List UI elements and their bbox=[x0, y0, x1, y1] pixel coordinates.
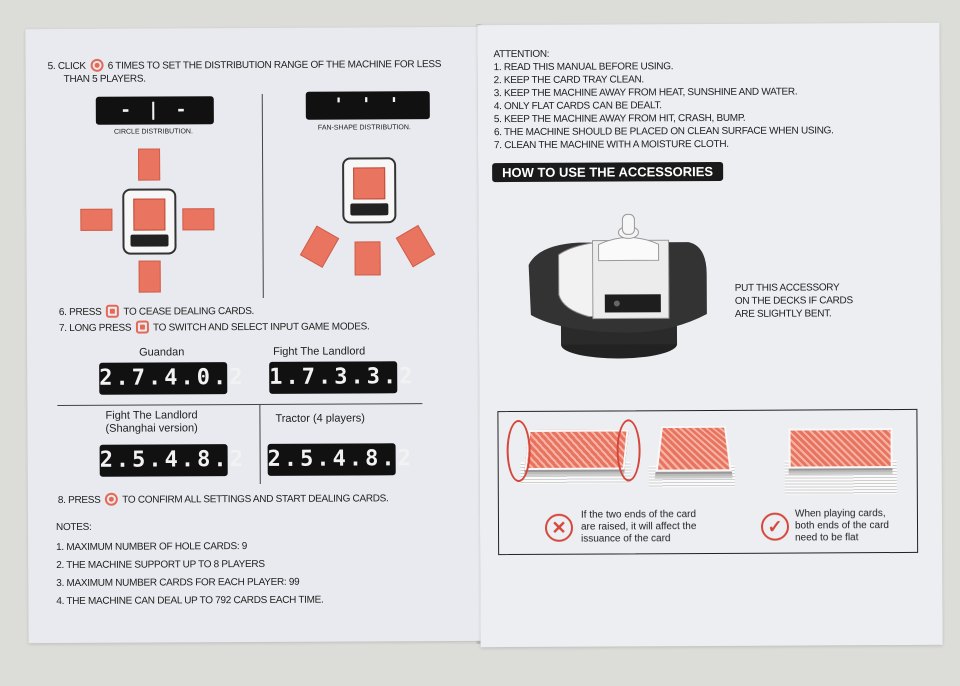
step6-text-a: 6. PRESS bbox=[58, 306, 102, 319]
fan-card-right bbox=[395, 224, 436, 268]
note-1: 1. MAXIMUM NUMBER OF HOLE CARDS: 9 bbox=[56, 541, 248, 554]
step8-text-a: 8. PRESS bbox=[57, 494, 101, 507]
fan-label: FAN-SHAPE DISTRIBUTION. bbox=[317, 124, 411, 132]
card-right bbox=[182, 208, 215, 231]
attention-1: 1. READ THIS MANUAL BEFORE USING. bbox=[493, 61, 674, 74]
mode-display-landlord: 1.7.3.3.2 bbox=[269, 361, 416, 394]
divider-mid-v bbox=[259, 403, 261, 484]
correct-icon: ✓ bbox=[760, 512, 790, 541]
left-page: 5. CLICK 6 TIMES TO SET THE DISTRIBUTION… bbox=[25, 26, 481, 644]
mode-name-shanghai: Fight The Landlord (Shanghai version) bbox=[105, 409, 198, 435]
good-note: When playing cards, both ends of the car… bbox=[795, 508, 889, 544]
bad-note: If the two ends of the card are raised, … bbox=[581, 509, 697, 546]
card-bottom bbox=[138, 260, 161, 293]
accessory-note-3: ARE SLIGHTLY BENT. bbox=[734, 308, 832, 320]
fan-card-left bbox=[299, 225, 340, 268]
accessory-note-2: ON THE DECKS IF CARDS bbox=[734, 295, 853, 307]
circle-display: - | - bbox=[95, 96, 214, 125]
accessory-note-1: PUT THIS ACCESSORY bbox=[734, 282, 840, 294]
note-4: 4. THE MACHINE CAN DEAL UP TO 792 CARDS … bbox=[56, 594, 324, 608]
confirm-icon bbox=[104, 492, 119, 506]
step8-text-b: TO CONFIRM ALL SETTINGS AND START DEALIN… bbox=[122, 493, 389, 506]
step5-line: 5. CLICK 6 TIMES TO SET THE DISTRIBUTION… bbox=[48, 57, 442, 74]
machine-circle bbox=[122, 188, 177, 255]
step7-text-a: 7. LONG PRESS bbox=[58, 322, 132, 335]
middle-deck bbox=[655, 426, 732, 472]
card-flatness-box: ✕ If the two ends of the card are raised… bbox=[497, 408, 919, 556]
machine-fan bbox=[342, 157, 397, 224]
fan-display: ' ' ' bbox=[305, 91, 430, 120]
bad-note-2: are raised, it will affect the bbox=[580, 521, 697, 533]
fan-card-mid bbox=[354, 241, 381, 276]
notes-title: NOTES: bbox=[55, 521, 92, 534]
step8-line: 8. PRESS TO CONFIRM ALL SETTINGS AND STA… bbox=[58, 491, 389, 507]
good-note-1: When playing cards, bbox=[794, 508, 886, 520]
step7-text-b: TO SWITCH AND SELECT INPUT GAME MODES. bbox=[152, 321, 370, 334]
good-note-3: need to be flat bbox=[795, 532, 859, 544]
bad-note-3: issuance of the card bbox=[581, 533, 671, 545]
flat-deck bbox=[788, 428, 893, 469]
accessory-illustration bbox=[528, 213, 707, 359]
step6-line: 6. PRESS TO CEASE DEALING CARDS. bbox=[59, 304, 254, 320]
divider-mid bbox=[57, 403, 423, 407]
step5-text-b: 6 TIMES TO SET THE DISTRIBUTION RANGE OF… bbox=[107, 59, 442, 72]
bent-deck bbox=[524, 429, 629, 470]
mode-name-landlord: Fight The Landlord bbox=[273, 345, 366, 358]
attention-7: 7. CLEAN THE MACHINE WITH A MOISTURE CLO… bbox=[493, 138, 729, 152]
mode-icon bbox=[135, 320, 149, 334]
mode-name-guandan: Guandan bbox=[139, 346, 185, 359]
dial-icon bbox=[90, 58, 104, 72]
mode-name-tractor: Tractor (4 players) bbox=[275, 412, 365, 425]
good-note-2: both ends of the card bbox=[794, 520, 889, 532]
card-left bbox=[80, 208, 113, 231]
bent-right-mark bbox=[616, 419, 641, 482]
step6-text-b: TO CEASE DEALING CARDS. bbox=[123, 305, 255, 318]
stop-icon bbox=[105, 304, 120, 318]
circle-label: CIRCLE DISTRIBUTION. bbox=[113, 128, 193, 136]
mode-display-shanghai: 2.5.4.8.2 bbox=[99, 444, 246, 477]
card-top bbox=[138, 148, 161, 181]
mode-display-guandan: 2.7.4.0.2 bbox=[99, 362, 246, 395]
bent-left-mark bbox=[506, 419, 531, 483]
step5-text-c: THAN 5 PLAYERS. bbox=[63, 73, 146, 85]
note-2: 2. THE MACHINE SUPPORT UP TO 8 PLAYERS bbox=[56, 558, 265, 572]
step7-line: 7. LONG PRESS TO SWITCH AND SELECT INPUT… bbox=[59, 319, 370, 335]
note-3: 3. MAXIMUM NUMBER CARDS FOR EACH PLAYER:… bbox=[56, 576, 300, 590]
attention-title: ATTENTION: bbox=[493, 48, 550, 61]
step5-text-a: 5. CLICK bbox=[47, 60, 86, 73]
divider-top bbox=[261, 93, 264, 298]
wrong-icon: ✕ bbox=[544, 513, 574, 542]
bad-note-1: If the two ends of the card bbox=[580, 509, 697, 521]
accessories-banner: HOW TO USE THE ACCESSORIES bbox=[492, 161, 724, 183]
right-page: ATTENTION: 1. READ THIS MANUAL BEFORE US… bbox=[477, 22, 943, 648]
mode-display-tractor: 2.5.4.8.2 bbox=[267, 443, 414, 476]
